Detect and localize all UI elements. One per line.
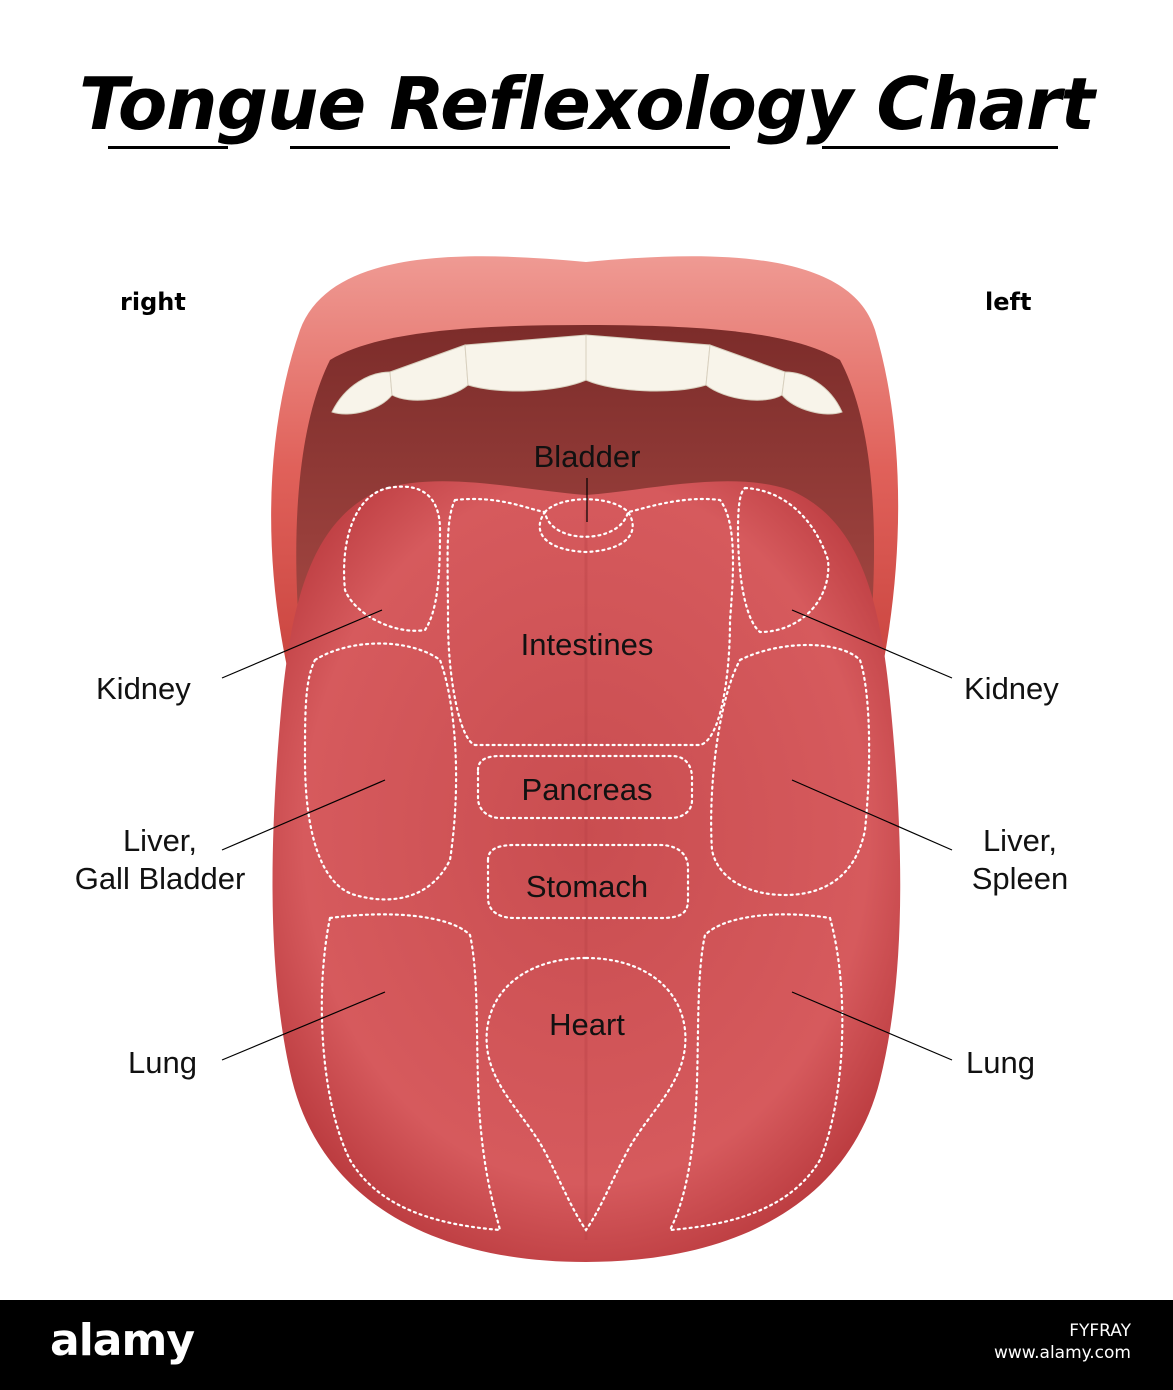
leader-liver-left — [791, 779, 953, 851]
label-liver-left: Liver, Spleen — [962, 822, 1078, 898]
zone-pancreas — [476, 754, 694, 820]
footer-logo: alamy — [50, 1315, 195, 1366]
label-liver-right-line1: Liver, — [122, 823, 198, 858]
side-label-left: left — [985, 288, 1032, 316]
upper-teeth — [331, 334, 843, 415]
tongue-illustration — [221, 256, 953, 1262]
page-title: Tongue Reflexology Chart — [79, 62, 1095, 146]
zone-lung-right — [320, 913, 502, 1232]
footer-bar — [0, 1300, 1173, 1390]
zone-heart — [485, 956, 687, 1232]
label-liver-left-line2: Spleen — [971, 861, 1069, 896]
label-liver-right: Liver, Gall Bladder — [58, 822, 262, 898]
title-underline-1 — [108, 146, 228, 149]
title-underline-2 — [290, 146, 730, 149]
label-intestines: Intestines — [520, 627, 654, 662]
leader-lung-left — [791, 991, 953, 1061]
footer-site: www.alamy.com — [993, 1343, 1131, 1363]
label-liver-left-line1: Liver, — [982, 823, 1058, 858]
label-lung-left: Lung — [966, 1045, 1035, 1080]
zone-intestines — [446, 497, 735, 747]
zone-kidney-right — [343, 485, 442, 632]
label-kidney-right: Kidney — [96, 671, 191, 706]
label-bladder: Bladder — [533, 439, 641, 474]
zone-stomach — [486, 843, 690, 920]
leader-lung-right — [221, 991, 386, 1061]
label-liver-right-line2: Gall Bladder — [74, 861, 246, 896]
label-stomach: Stomach — [525, 869, 649, 904]
zone-outlines — [303, 485, 871, 1232]
leader-kidney-left — [791, 609, 953, 679]
zone-lung-left — [668, 913, 844, 1232]
side-label-right: right — [120, 288, 186, 316]
footer-image-info: FYFRAY www.alamy.com — [994, 1320, 1131, 1364]
label-kidney-left: Kidney — [964, 671, 1059, 706]
footer-image-id: FYFRAY — [1069, 1321, 1131, 1341]
label-heart: Heart — [549, 1007, 625, 1042]
tongue — [272, 481, 901, 1262]
zone-kidney-left — [736, 486, 830, 634]
zone-bladder — [538, 498, 634, 554]
leader-liver-right — [221, 779, 386, 851]
zone-liver-left — [710, 643, 871, 897]
label-pancreas: Pancreas — [521, 772, 653, 807]
leader-lines — [221, 478, 953, 1061]
zone-liver-right — [303, 642, 458, 901]
leader-kidney-right — [221, 609, 383, 679]
title-underline-3 — [822, 146, 1058, 149]
label-lung-right: Lung — [128, 1045, 197, 1080]
